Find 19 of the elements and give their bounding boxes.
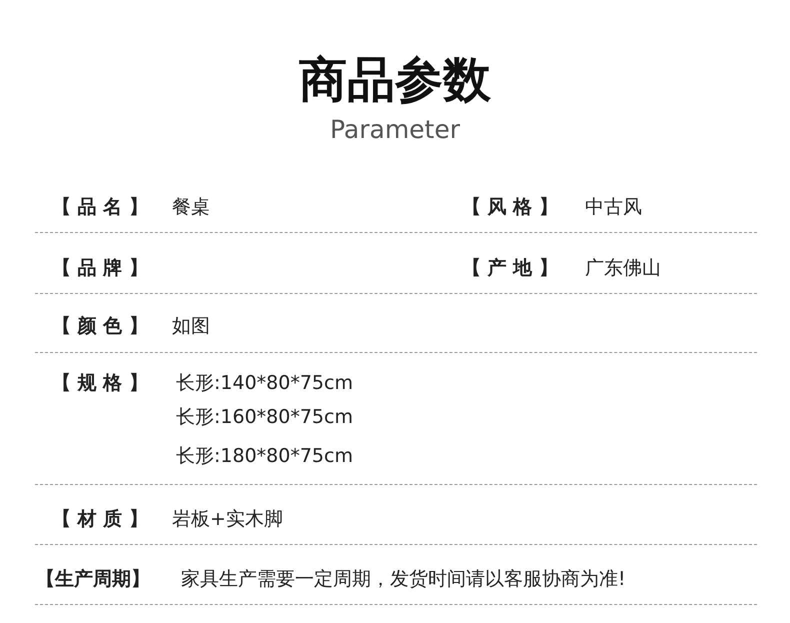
field-label: 【 材 质 】: [52, 507, 148, 532]
field-value: 岩板+实木脚: [172, 507, 283, 532]
field-label: 【 颜 色 】: [52, 314, 148, 339]
field-label: 【 产 地 】: [462, 256, 558, 281]
field-value: 长形:140*80*75cm: [176, 371, 353, 396]
field-label: 【 风 格 】: [462, 195, 558, 220]
field-label: 【 品 名 】: [52, 195, 148, 220]
field-value: 长形:180*80*75cm: [176, 444, 353, 469]
field-label: 【 规 格 】: [52, 371, 148, 396]
page-title: 商品参数: [299, 51, 491, 110]
field-value: 餐桌: [172, 195, 210, 220]
field-label: 【生产周期】: [36, 567, 150, 592]
field-value: 家具生产需要一定周期，发货时间请以客服协商为准!: [181, 567, 626, 592]
field-value: 中古风: [585, 195, 642, 220]
field-value: 如图: [172, 314, 210, 339]
field-value: 广东佛山: [585, 256, 661, 281]
field-value: 长形:160*80*75cm: [176, 405, 353, 430]
subtitle: Parameter: [330, 114, 460, 146]
field-label: 【 品 牌 】: [52, 256, 148, 281]
